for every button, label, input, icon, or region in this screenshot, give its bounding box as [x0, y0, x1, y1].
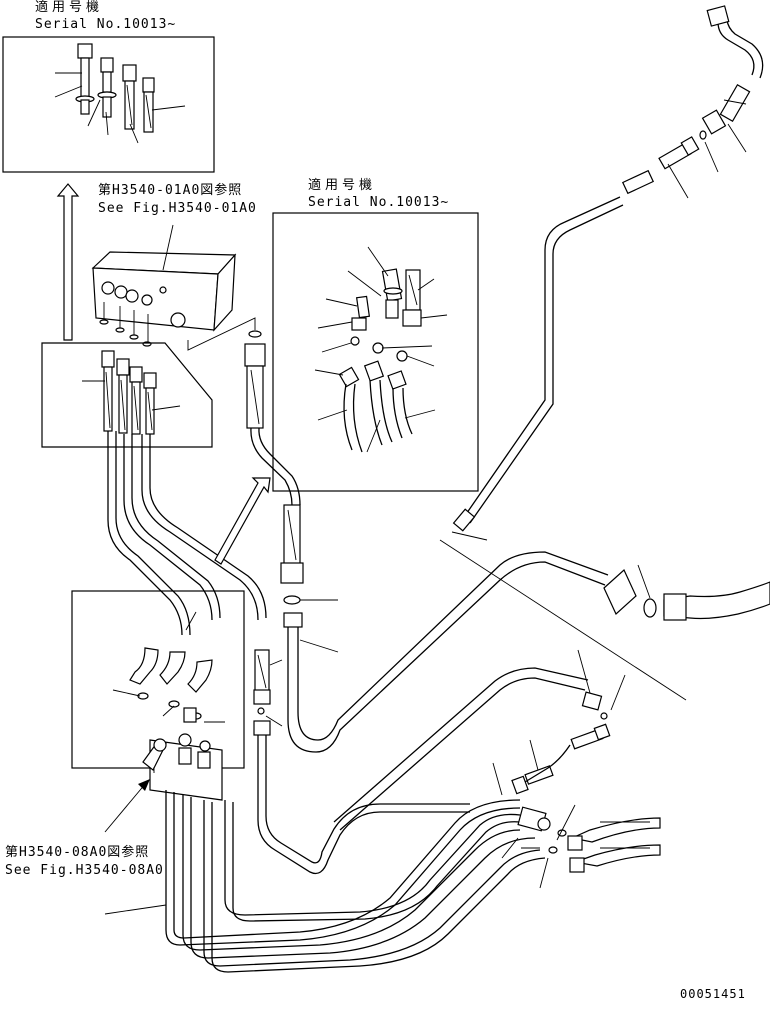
- middle-lower-fittings: [280, 504, 770, 753]
- small-hose-lower: [253, 649, 470, 875]
- hose-box-left: [41, 342, 213, 448]
- lower-tube-bundle: [165, 790, 546, 973]
- right-tube-elbow: [333, 649, 626, 831]
- ref-valve-block-jp: 第H3540-01A0図参照: [98, 183, 243, 198]
- fitting-group-top-left: [75, 43, 155, 133]
- drawing-number: 00051451: [680, 987, 746, 1001]
- lower-right-fittings: [492, 739, 661, 889]
- middle-hose: [244, 343, 301, 506]
- arrow-to-middle-box: [214, 477, 271, 565]
- lower-manifold: [142, 733, 223, 801]
- detail-box-middle: [272, 212, 479, 492]
- left-hose-bundle: [107, 431, 267, 636]
- ref-valve-block-en: See Fig.H3540-01A0: [98, 201, 257, 216]
- ref-lower-manifold-en: See Fig.H3540-08A0: [5, 863, 164, 878]
- serial-number-top-left: Serial No.10013~: [35, 17, 177, 32]
- applicable-serial-jp-top-left: 適用号機: [35, 0, 104, 15]
- ref-lower-manifold-jp: 第H3540-08A0図参照: [5, 845, 150, 860]
- ref-arrow-lower: [104, 779, 167, 915]
- valve-block: [91, 224, 237, 347]
- serial-number-middle: Serial No.10013~: [308, 195, 450, 210]
- applicable-serial-jp-middle: 適用号機: [308, 178, 377, 193]
- long-tube-top-right: [451, 5, 764, 541]
- detail-box-top-left: [2, 36, 215, 173]
- arrow-up-to-detail: [56, 183, 80, 341]
